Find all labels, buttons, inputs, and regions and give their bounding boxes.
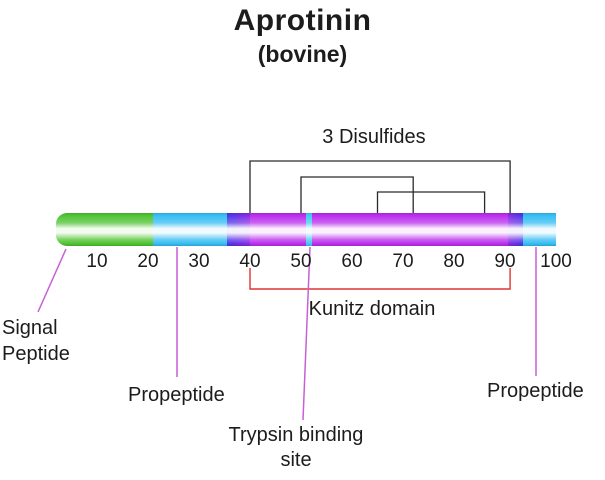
signal-peptide-label: Signal Peptide [2,315,70,367]
page-title: Aprotinin [233,4,372,37]
disulfide-bracket-1 [249,160,511,213]
trypsin-binding-site-label: Trypsin binding site [186,423,406,473]
bar-gloss-highlight [56,213,556,246]
disulfide-bracket-3 [376,191,486,213]
residue-tick-20: 20 [137,251,159,272]
residue-tick-10: 10 [86,251,108,272]
trypsin-label-line2: site [280,449,312,471]
residue-tick-100: 100 [540,251,572,272]
residue-scale: 10 20 30 40 50 60 70 80 90 100 [0,251,605,272]
trypsin-label-line1: Trypsin binding [228,424,364,446]
signal-peptide-label-line2: Peptide [2,343,70,365]
residue-tick-40: 40 [239,251,261,272]
residue-tick-60: 60 [341,251,363,272]
disulfides-label: 3 Disulfides [322,126,426,148]
kunitz-domain-label: Kunitz domain [308,298,436,320]
signal-peptide-label-line1: Signal [2,317,58,339]
residue-tick-30: 30 [188,251,210,272]
protein-sequence-bar [56,213,556,246]
disulfide-bracket-2 [300,176,414,213]
page-subtitle: (bovine) [257,41,348,67]
propeptide-left-label: Propeptide [128,384,225,406]
propeptide-right-label: Propeptide [487,380,584,402]
residue-tick-80: 80 [443,251,465,272]
residue-tick-70: 70 [392,251,414,272]
residue-tick-50: 50 [290,251,312,272]
kunitz-domain-bracket [249,268,511,290]
residue-tick-90: 90 [494,251,516,272]
